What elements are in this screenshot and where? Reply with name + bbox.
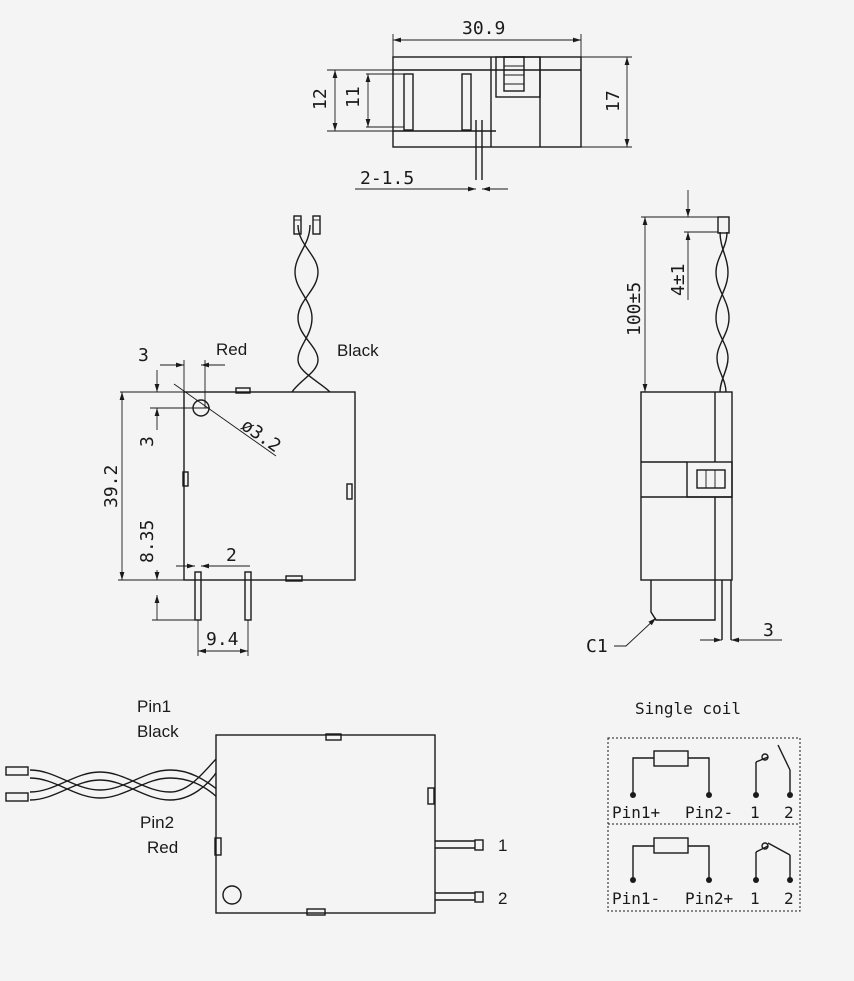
dim-100: 100±5: [624, 282, 645, 336]
terminal-2-label: 2: [498, 889, 507, 908]
dim-9-4: 9.4: [206, 629, 239, 650]
front-view-body: [183, 391, 356, 581]
row2-pin2: Pin2+: [685, 889, 733, 908]
dim-height-17: 17: [603, 90, 624, 112]
dim-width-30-9: 30.9: [462, 18, 505, 39]
dim-2-pin: 2: [226, 545, 237, 566]
dim-3-side: 3: [763, 620, 774, 641]
coil-symbol-2: [653, 837, 689, 854]
row2-terminal-1: 1: [750, 889, 760, 908]
dim-3-left: 3: [137, 436, 158, 447]
top-view: 30.9 12 11 17 2-1.5: [310, 18, 632, 192]
coil-schematic: Single coil Pin1+ Pin2- 1 2 Pin1-: [607, 699, 801, 912]
dim-height-39-2: 39.2: [101, 465, 122, 508]
dim-height-11: 11: [343, 86, 364, 108]
dim-pin-2-1-5: 2-1.5: [360, 168, 414, 189]
row1-pin1: Pin1+: [612, 803, 660, 822]
row2-terminal-2: 2: [784, 889, 794, 908]
front-view: Red Black 3 3 ø3.2 39.2 8.35 2: [101, 215, 379, 656]
row1-terminal-1: 1: [750, 803, 760, 822]
bottom-view-body: [215, 734, 436, 914]
pin2-color: Red: [147, 838, 178, 857]
top-view-body: [392, 56, 582, 148]
row1-pin2: Pin2-: [685, 803, 733, 822]
bottom-view: Pin1 Black Pin2 Red 1 2: [5, 697, 507, 916]
schematic-title: Single coil: [635, 699, 741, 718]
pin1-color: Black: [137, 722, 179, 741]
dim-3-top: 3: [138, 345, 149, 366]
row1-terminal-2: 2: [784, 803, 794, 822]
coil-symbol-1: [653, 750, 689, 767]
pin1-label: Pin1: [137, 697, 171, 716]
dim-c1: C1: [586, 636, 608, 657]
dim-8-35: 8.35: [137, 520, 158, 563]
terminal-1-label: 1: [498, 836, 507, 855]
pin2-label: Pin2: [140, 813, 174, 832]
label-red: Red: [216, 340, 247, 359]
row2-pin1: Pin1-: [612, 889, 660, 908]
side-view: 100±5 4±1 C1 3: [586, 190, 782, 657]
dim-height-12: 12: [310, 88, 331, 110]
label-black: Black: [337, 341, 379, 360]
dim-4: 4±1: [668, 263, 689, 296]
mounting-hole-bottom: [222, 885, 242, 905]
